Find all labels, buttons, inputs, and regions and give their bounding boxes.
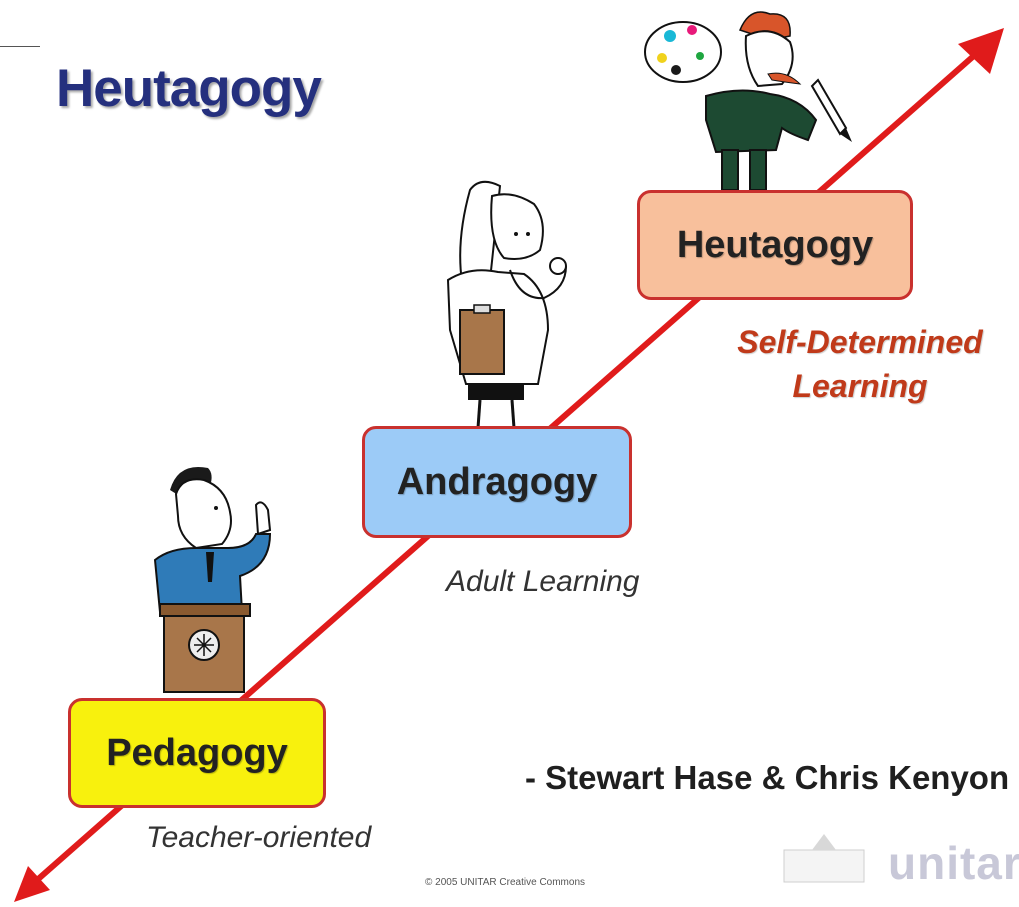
stage-box-pedagogy: Pedagogy [68,698,326,808]
arrow-tail-icon [14,866,50,902]
subtitle-line-2: Learning [792,368,928,404]
arrow-head-icon [958,28,1004,74]
page-title: Heutagogy [56,59,322,118]
unitar-logo: unitar [888,837,1019,889]
logo-building-icon [783,834,865,883]
teacher-figure-icon [153,466,272,693]
copyright-notice: © 2005 UNITAR Creative Commons [425,877,586,888]
subtitle-adult-learning: Adult Learning [446,565,640,598]
logo-area: unitar [778,836,1019,891]
doctor-figure-icon [446,180,567,429]
stage-box-heutagogy: Heutagogy [637,190,913,300]
subtitle-line-1: Self-Determined [737,324,983,360]
artist-figure-icon [644,11,852,191]
subtitle-teacher-oriented: Teacher-oriented [146,821,372,854]
corner-line [0,46,40,47]
attribution: - Stewart Hase & Chris Kenyon [525,759,1010,796]
subtitle-self-determined: Self-Determined Learning [726,320,994,408]
stage-box-andragogy: Andragogy [362,426,632,538]
